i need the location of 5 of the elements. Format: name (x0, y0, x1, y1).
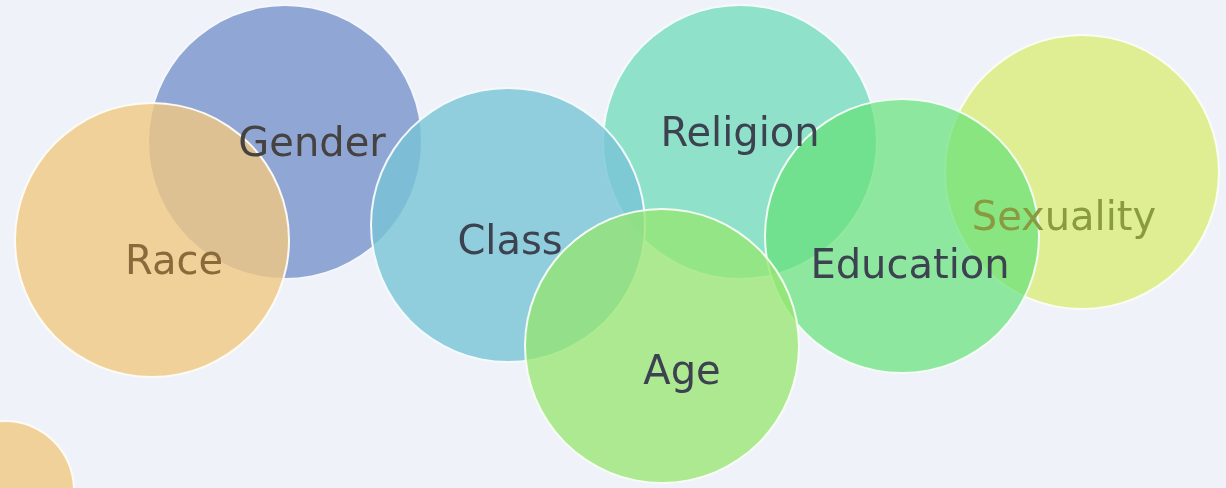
circle-label: Class (457, 218, 563, 262)
circle-label: Education (810, 242, 1010, 286)
circle-label: Age (643, 348, 721, 392)
circle-label: Religion (660, 110, 820, 154)
circle-label: Race (125, 238, 223, 282)
